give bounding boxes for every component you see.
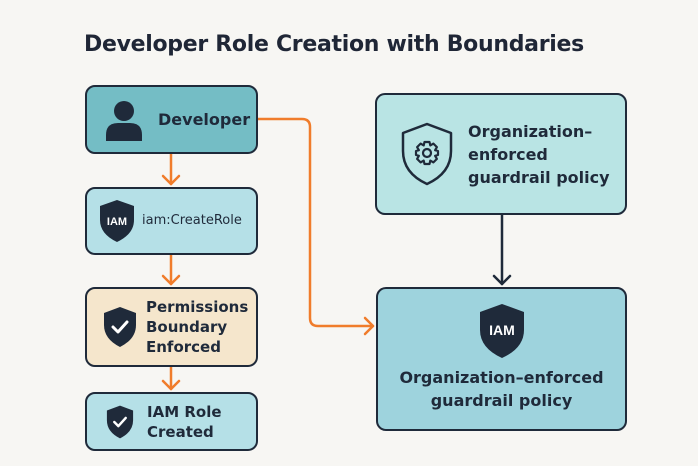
diagram-title: Developer Role Creation with Boundaries: [84, 32, 584, 57]
boundary-node[interactable]: Permissions Boundary Enforced: [85, 287, 258, 367]
role-created-label: IAM Role Created: [147, 402, 222, 441]
role-created-node[interactable]: IAM Role Created: [85, 392, 258, 451]
org-policy-node[interactable]: Organization– enforced guardrail policy: [375, 93, 627, 215]
edge-create-role-to-boundary: [161, 253, 181, 286]
user-icon: [106, 100, 142, 141]
iam-shield-icon: IAM: [100, 200, 134, 242]
boundary-label: Permissions Boundary Enforced: [146, 298, 249, 356]
edge-developer-to-create-role: [161, 152, 181, 186]
edge-developer-to-guardrail: [256, 117, 375, 336]
svg-text:IAM: IAM: [107, 216, 127, 228]
developer-label: Developer: [158, 109, 251, 129]
developer-node[interactable]: Developer: [85, 85, 258, 154]
shield-check-icon: [106, 405, 134, 438]
shield-check-icon: [104, 307, 136, 347]
svg-text:IAM: IAM: [489, 322, 515, 338]
create-role-node[interactable]: IAM iam:CreateRole: [85, 187, 258, 255]
guardrail-label: Organization–enforced guardrail policy: [399, 368, 604, 410]
shield-gear-icon: [401, 122, 453, 186]
create-role-label: iam:CreateRole: [142, 213, 242, 229]
iam-shield-icon: IAM: [479, 304, 524, 358]
guardrail-node[interactable]: IAM Organization–enforced guardrail poli…: [376, 287, 627, 431]
edge-boundary-to-role-created: [161, 365, 181, 391]
edge-org-policy-to-guardrail: [492, 213, 512, 286]
org-policy-label: Organization– enforced guardrail policy: [468, 121, 610, 187]
